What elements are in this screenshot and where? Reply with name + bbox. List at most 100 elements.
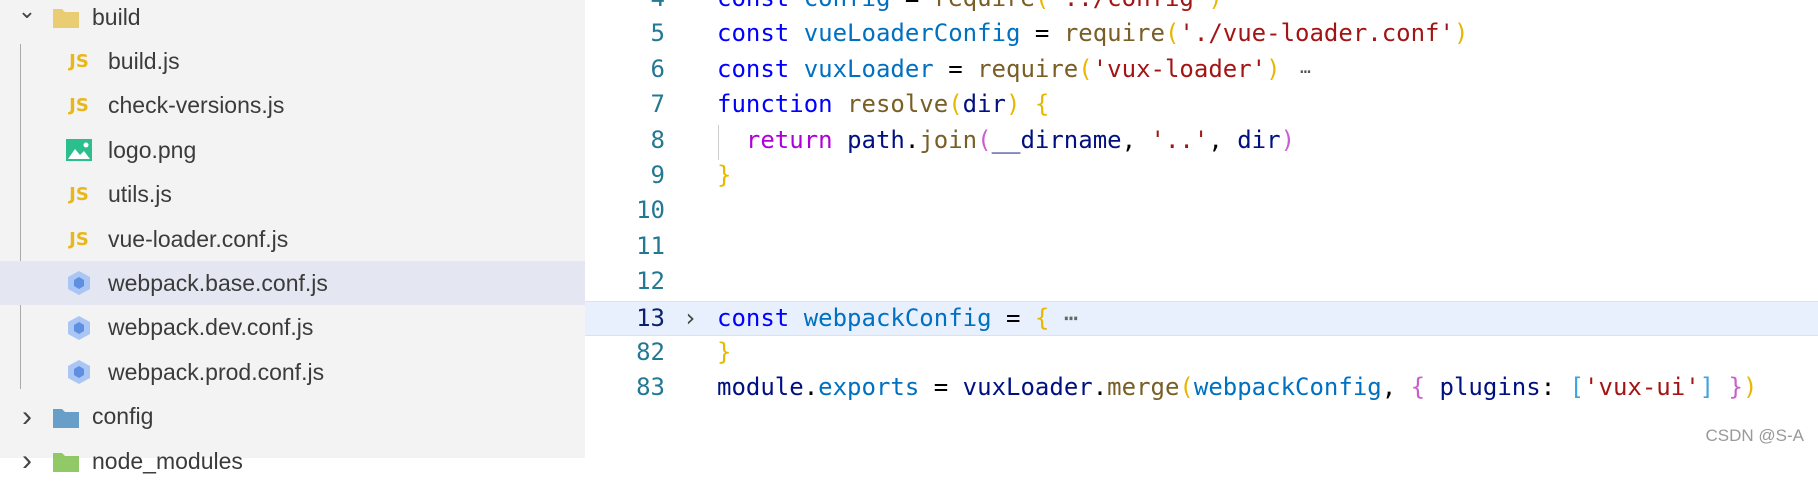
explorer-item-label: node_modules <box>92 447 243 474</box>
code-token <box>1425 373 1439 401</box>
js-file-icon: JS <box>65 225 93 253</box>
code-token: const <box>717 54 804 83</box>
code-token: __dirname <box>991 125 1122 154</box>
code-token: path <box>847 125 905 154</box>
code-line-8[interactable]: 8 return path.join(__dirname, '..', dir) <box>585 124 1818 159</box>
code-token: merge <box>1107 373 1180 402</box>
line-number: 5 <box>650 19 665 48</box>
code-token: = <box>890 0 933 12</box>
code-text: const vueLoaderConfig = require('./vue-l… <box>717 17 1468 50</box>
chevron-down-icon[interactable]: ⌄ <box>17 0 37 23</box>
code-token: ) <box>1453 19 1469 48</box>
explorer-item-label: webpack.prod.conf.js <box>108 358 325 385</box>
code-token: exports <box>818 373 920 402</box>
js-badge: JS <box>69 50 89 72</box>
code-token: ( <box>977 125 992 154</box>
explorer-item-logo-png[interactable]: logo.png <box>0 128 585 172</box>
explorer-item-utils-js[interactable]: JS utils.js <box>0 173 585 217</box>
code-token: [ <box>1569 373 1585 402</box>
code-token: ( <box>1078 54 1093 83</box>
explorer-item-label: build.js <box>108 47 180 74</box>
code-token: } <box>717 161 732 189</box>
code-token: require <box>1063 19 1165 48</box>
code-text: } <box>717 159 731 192</box>
chevron-right-icon[interactable]: › <box>22 399 32 433</box>
explorer-item-build[interactable]: ⌄ build <box>0 0 585 39</box>
code-line-12[interactable]: 12 <box>585 265 1818 300</box>
code-token: = <box>1020 19 1064 48</box>
explorer-item-label: webpack.dev.conf.js <box>108 314 314 341</box>
code-line-7[interactable]: 7 function resolve(dir) { <box>585 88 1818 123</box>
explorer-item-vue-loader-conf-js[interactable]: JS vue-loader.conf.js <box>0 217 585 261</box>
line-number: 6 <box>650 54 665 83</box>
image-file-icon <box>65 136 93 164</box>
code-token: dir <box>1237 125 1281 154</box>
line-number: 13 <box>636 303 665 332</box>
code-line-4[interactable]: 4 const config = require('../config') <box>585 0 1818 17</box>
code-token: } <box>1728 373 1743 402</box>
code-token: const <box>717 303 804 332</box>
code-token: module <box>717 373 804 402</box>
explorer-item-node-modules[interactable]: › node_modules <box>0 439 585 483</box>
code-token <box>1049 304 1063 332</box>
code-line-13[interactable]: 13 › const webpackConfig = { ⋯ <box>585 300 1818 336</box>
watermark: CSDN @S-A <box>1705 426 1805 445</box>
explorer-item-webpack-dev-conf-js[interactable]: webpack.dev.conf.js <box>0 306 585 350</box>
code-token: '../config' <box>1049 0 1208 12</box>
code-token: , <box>1121 125 1151 154</box>
code-token: { <box>1410 373 1426 402</box>
code-line-9[interactable]: 9} <box>585 159 1818 194</box>
code-text: const webpackConfig = { ⋯ <box>717 302 1078 335</box>
explorer-item-label: logo.png <box>108 136 197 163</box>
explorer-item-build-js[interactable]: JS build.js <box>0 39 585 83</box>
code-token: . <box>803 373 819 402</box>
code-text: function resolve(dir) { <box>717 88 1049 121</box>
explorer-item-label: config <box>92 403 154 430</box>
tree-indent-guide <box>20 44 21 389</box>
code-line-82[interactable]: 82} <box>585 336 1818 371</box>
js-file-icon: JS <box>65 181 93 209</box>
code-line-5[interactable]: 5 const vueLoaderConfig = require('./vue-… <box>585 17 1818 52</box>
line-number: 7 <box>650 90 665 119</box>
code-text: return path.join(__dirname, '..', dir) <box>717 124 1295 157</box>
explorer-item-webpack-base-conf-js[interactable]: webpack.base.conf.js <box>0 261 585 306</box>
webpack-file-icon <box>65 269 93 297</box>
code-token: 'vux-ui' <box>1584 373 1700 402</box>
js-file-icon: JS <box>65 47 93 75</box>
code-token: , <box>1208 125 1238 154</box>
explorer-item-webpack-prod-conf-js[interactable]: webpack.prod.conf.js <box>0 350 585 394</box>
line-number: 11 <box>636 231 665 260</box>
explorer-item-label: vue-loader.conf.js <box>108 225 289 252</box>
code-text: const config = require('../config') <box>717 0 1223 15</box>
code-token: vueLoaderConfig <box>803 19 1021 48</box>
hover-ellipsis: … <box>1300 57 1311 78</box>
folder-config-icon <box>52 403 80 431</box>
code-token: ⋯ <box>1063 303 1079 332</box>
explorer-item-label: webpack.base.conf.js <box>108 269 328 296</box>
explorer-item-label: check-versions.js <box>108 92 285 119</box>
code-line-10[interactable]: 10 <box>585 194 1818 229</box>
fold-chevron-icon[interactable]: › <box>683 303 698 332</box>
chevron-right-icon[interactable]: › <box>22 444 32 477</box>
line-number: 10 <box>636 196 665 225</box>
explorer-item-config[interactable]: › config <box>0 395 585 439</box>
code-text: } <box>717 336 731 369</box>
webpack-file-icon <box>65 314 93 342</box>
folder-node-icon <box>52 447 80 475</box>
line-number: 9 <box>650 161 665 189</box>
code-line-11[interactable]: 11 <box>585 230 1818 265</box>
code-token: . <box>904 125 920 154</box>
code-token: } <box>717 338 732 366</box>
line-number: 4 <box>585 0 665 15</box>
code-editor[interactable]: … 4const config = require('../config')5c… <box>585 0 1818 458</box>
code-token: require <box>977 54 1079 83</box>
code-token: config <box>804 0 891 12</box>
explorer-item-label: build <box>92 3 141 30</box>
code-token: = <box>933 54 978 83</box>
explorer-item-label: utils.js <box>108 181 172 208</box>
code-token: webpackConfig <box>1193 373 1382 402</box>
